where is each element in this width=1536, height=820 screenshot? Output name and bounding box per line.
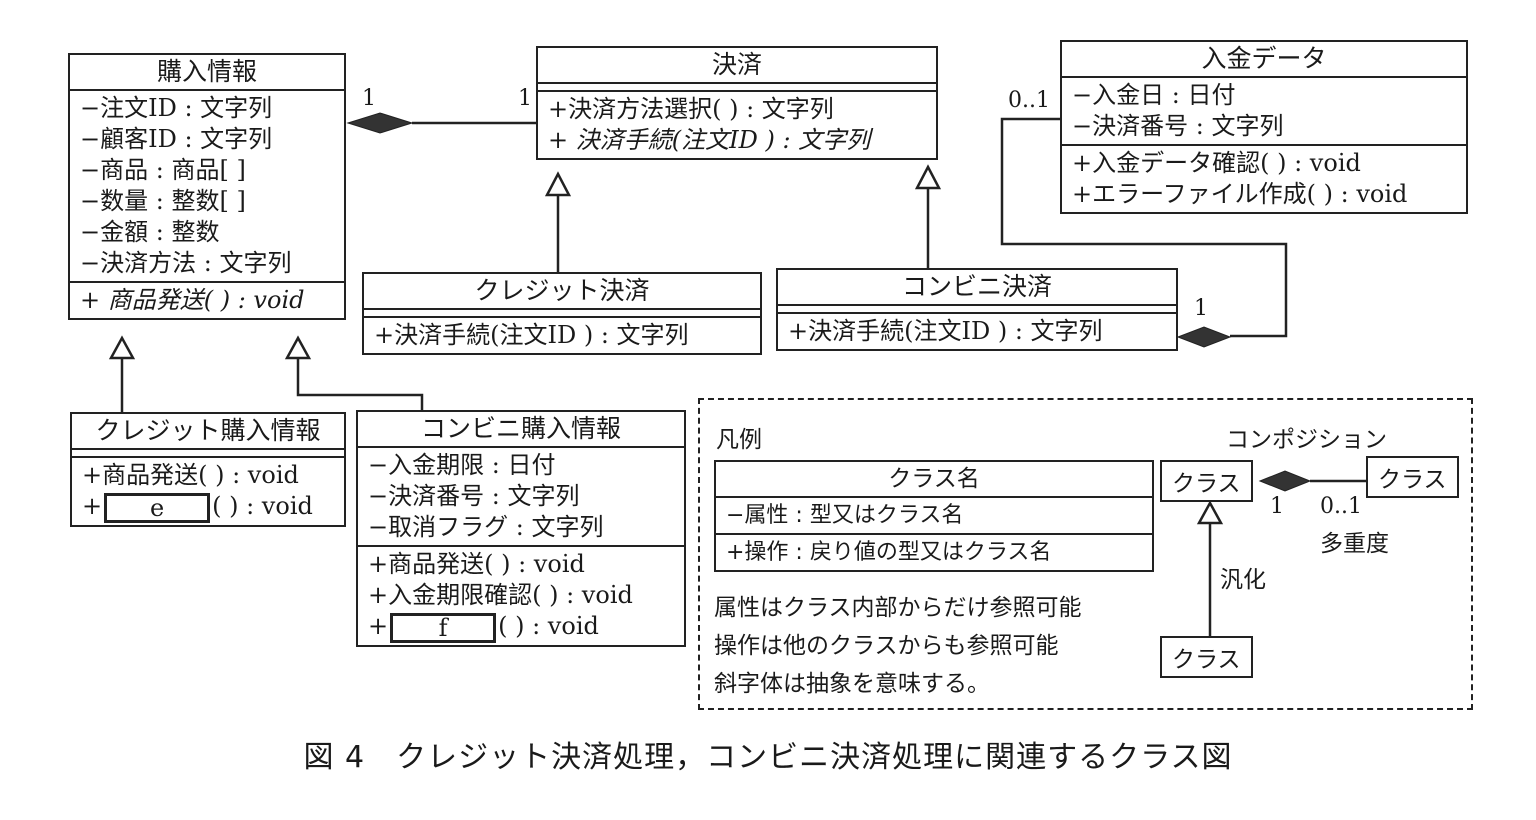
multiplicity-label: 1 — [362, 86, 376, 111]
composition-diamond-purchase — [346, 112, 414, 134]
operation: +決済手続(注文ID ) : 文字列 — [788, 317, 1103, 345]
visibility-prefix: + — [368, 612, 389, 640]
legend-multiplicity-0-1: 0..1 — [1320, 494, 1362, 519]
legend-title: 凡例 — [716, 427, 762, 453]
attribute: −決済番号 : 文字列 — [368, 482, 580, 510]
attributes-section: −入金日 : 日付 −決済番号 : 文字列 — [1062, 78, 1466, 146]
generalization-arrow-conveni-payment — [914, 164, 942, 190]
operations-section: +決済手続(注文ID ) : 文字列 — [778, 314, 1176, 349]
blank-operation: +f( ) : void — [368, 611, 674, 643]
legend-generalization-label: 汎化 — [1220, 567, 1266, 593]
class-deposit-data: 入金データ −入金日 : 日付 −決済番号 : 文字列 +入金データ確認( ) … — [1060, 40, 1468, 214]
operation: +商品発送( ) : void — [368, 550, 585, 578]
class-name: コンビニ購入情報 — [358, 412, 684, 448]
operation: +決済手続(注文ID ) : 文字列 — [374, 321, 689, 349]
attribute: −顧客ID : 文字列 — [80, 125, 273, 153]
generalization-arrow-conveni-purchase — [284, 335, 312, 360]
attributes-section — [364, 310, 760, 318]
attribute: −取消フラグ : 文字列 — [368, 513, 604, 541]
operation-suffix: ( ) : void — [212, 492, 313, 520]
class-name: クレジット決済 — [364, 274, 760, 310]
legend-class-name: クラス名 — [716, 462, 1152, 498]
multiplicity-label: 1 — [518, 86, 532, 111]
attribute: −決済方法 : 文字列 — [80, 249, 292, 277]
class-name: コンビニ決済 — [778, 270, 1176, 306]
class-payment: 決済 +決済方法選択( ) : 文字列 + 決済手続(注文ID ) : 文字列 — [536, 46, 938, 160]
legend-note: 属性はクラス内部からだけ参照可能 — [714, 595, 1082, 621]
legend-multiplicity-label: 多重度 — [1320, 531, 1389, 557]
operations-section: +決済手続(注文ID ) : 文字列 — [364, 318, 760, 353]
operation: +商品発送( ) : void — [82, 461, 299, 489]
legend-attribute: −属性 : 型又はクラス名 — [726, 503, 964, 528]
operation: +入金期限確認( ) : void — [368, 581, 633, 609]
operations-section: +入金データ確認( ) : void +エラーファイル作成( ) : void — [1062, 146, 1466, 212]
operations-section: + 商品発送( ) : void — [70, 283, 344, 318]
attributes-section: −注文ID : 文字列 −顧客ID : 文字列 −商品 : 商品[ ] −数量 … — [70, 91, 344, 283]
attribute: −決済番号 : 文字列 — [1072, 112, 1284, 140]
composition-diamond-conveni — [1176, 326, 1232, 348]
generalization-arrow-credit-purchase — [108, 335, 136, 360]
multiplicity-label: 1 — [1194, 296, 1208, 321]
class-conveni-payment: コンビニ決済 +決済手続(注文ID ) : 文字列 — [776, 268, 1178, 351]
operation-suffix: ( ) : void — [498, 612, 599, 640]
attributes-section — [72, 450, 344, 458]
operations-section: +決済方法選択( ) : 文字列 + 決済手続(注文ID ) : 文字列 — [538, 92, 936, 158]
operation: +入金データ確認( ) : void — [1072, 149, 1361, 177]
legend-class-box-left: クラス — [1160, 460, 1253, 502]
attributes-section — [778, 306, 1176, 314]
legend-operations-section: +操作 : 戻り値の型又はクラス名 — [716, 535, 1152, 570]
legend-composition-diamond — [1258, 470, 1312, 492]
figure-caption: 図 4 クレジット決済処理，コンビニ決済処理に関連するクラス図 — [303, 740, 1233, 775]
class-conveni-purchase-info: コンビニ購入情報 −入金期限 : 日付 −決済番号 : 文字列 −取消フラグ :… — [356, 410, 686, 647]
class-name: クレジット購入情報 — [72, 414, 344, 450]
blank-operation: +e( ) : void — [82, 491, 334, 523]
class-name: 購入情報 — [70, 55, 344, 91]
composition-line-conveni-deposit — [1000, 117, 1288, 338]
legend-note: 斜字体は抽象を意味する。 — [714, 671, 990, 697]
abstract-operation: + 決済手続(注文ID ) : 文字列 — [548, 126, 871, 154]
legend-note: 操作は他のクラスからも参照可能 — [714, 633, 1059, 659]
multiplicity-label: 0..1 — [1008, 88, 1050, 113]
legend-class-box-bottom: クラス — [1160, 636, 1253, 678]
attributes-section: −入金期限 : 日付 −決済番号 : 文字列 −取消フラグ : 文字列 — [358, 448, 684, 547]
legend-attributes-section: −属性 : 型又はクラス名 — [716, 498, 1152, 535]
visibility-prefix: + — [82, 492, 103, 520]
legend-box — [698, 398, 1473, 710]
operations-section: +商品発送( ) : void +入金期限確認( ) : void +f( ) … — [358, 547, 684, 645]
class-credit-purchase-info: クレジット購入情報 +商品発送( ) : void +e( ) : void — [70, 412, 346, 527]
attribute: −入金日 : 日付 — [1072, 81, 1236, 109]
generalization-arrow-credit-payment — [544, 171, 572, 197]
legend-class-box-right: クラス — [1366, 456, 1459, 498]
abstract-operation: + 商品発送( ) : void — [80, 286, 305, 314]
legend-operation: +操作 : 戻り値の型又はクラス名 — [726, 540, 1052, 565]
attributes-section — [538, 84, 936, 92]
legend-class-sample: クラス名 −属性 : 型又はクラス名 +操作 : 戻り値の型又はクラス名 — [714, 460, 1154, 572]
answer-blank-f[interactable]: f — [390, 612, 497, 643]
attribute: −商品 : 商品[ ] — [80, 156, 246, 184]
operation: +エラーファイル作成( ) : void — [1072, 180, 1408, 208]
answer-blank-e[interactable]: e — [104, 492, 211, 523]
class-purchase-info: 購入情報 −注文ID : 文字列 −顧客ID : 文字列 −商品 : 商品[ ]… — [68, 53, 346, 320]
attribute: −数量 : 整数[ ] — [80, 187, 246, 215]
operation: +決済方法選択( ) : 文字列 — [548, 95, 834, 123]
attribute: −入金期限 : 日付 — [368, 451, 556, 479]
class-name: 入金データ — [1062, 42, 1466, 78]
class-name: 決済 — [538, 48, 936, 84]
class-credit-payment: クレジット決済 +決済手続(注文ID ) : 文字列 — [362, 272, 762, 355]
attribute: −金額 : 整数 — [80, 218, 220, 246]
legend-multiplicity-1: 1 — [1270, 494, 1284, 519]
operations-section: +商品発送( ) : void +e( ) : void — [72, 458, 344, 525]
attribute: −注文ID : 文字列 — [80, 94, 273, 122]
legend-composition-label: コンポジション — [1226, 427, 1387, 453]
